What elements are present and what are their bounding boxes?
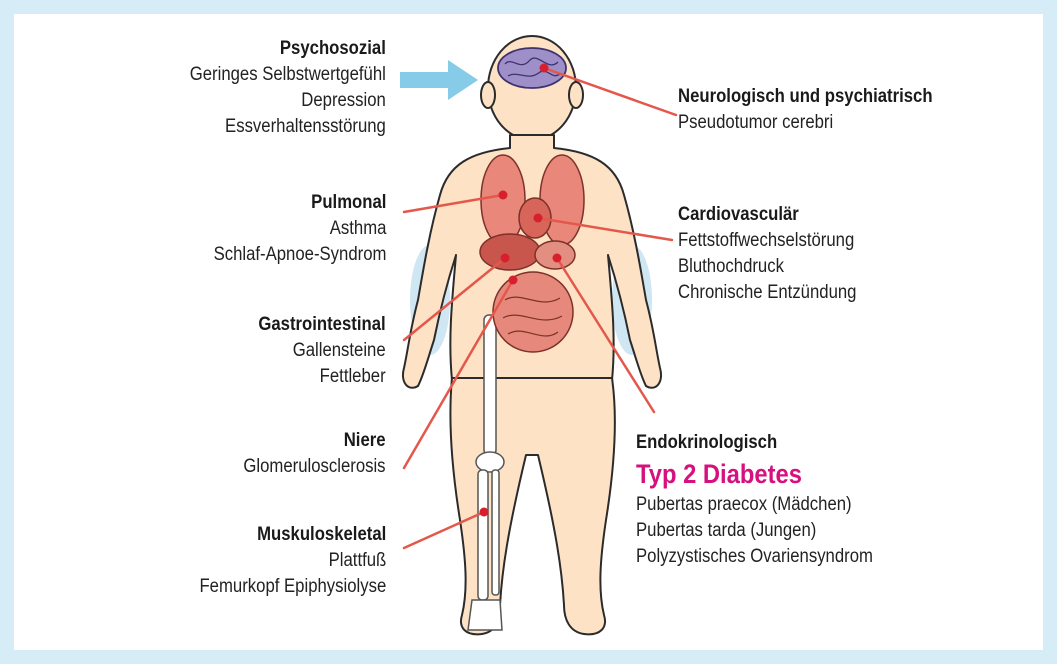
- item-asthma: Asthma: [213, 216, 386, 242]
- item-femurkopf-epiphysiolyse: Femurkopf Epiphysiolyse: [199, 574, 386, 600]
- heading-gastrointestinal: Gastrointestinal: [259, 312, 386, 338]
- brain-icon: [498, 48, 566, 88]
- label-neurologisch: Neurologisch und psychiatrisch Pseudotum…: [678, 84, 933, 136]
- item-fettstoffwechselstoerung: Fettstoffwechselstörung: [678, 228, 856, 254]
- heading-endokrinologisch: Endokrinologisch: [636, 430, 873, 456]
- highlight-arrow: [400, 60, 478, 100]
- label-pulmonal: Pulmonal Asthma Schlaf-Apnoe-Syndrom: [213, 190, 386, 268]
- label-gastrointestinal: Gastrointestinal Gallensteine Fettleber: [259, 312, 386, 390]
- item-polyzystisches-ovariensyndrom: Polyzystisches Ovariensyndrom: [636, 544, 873, 570]
- label-cardiovascular: Cardiovasculär Fettstoffwechselstörung B…: [678, 202, 856, 306]
- item-plattfuss: Plattfuß: [199, 548, 386, 574]
- heading-niere: Niere: [244, 428, 386, 454]
- item-gallensteine: Gallensteine: [259, 338, 386, 364]
- item-depression: Depression: [190, 88, 386, 114]
- item-geringes-selbstwertgefuehl: Geringes Selbstwertgefühl: [190, 62, 386, 88]
- left-lung: [481, 155, 525, 245]
- heading-muskuloskeletal: Muskuloskeletal: [199, 522, 386, 548]
- label-psychosozial: Psychosozial Geringes Selbstwertgefühl D…: [190, 36, 386, 140]
- item-pubertas-praecox: Pubertas praecox (Mädchen): [636, 492, 873, 518]
- label-muskuloskeletal: Muskuloskeletal Plattfuß Femurkopf Epiph…: [199, 522, 386, 600]
- label-endokrinologisch: Endokrinologisch Typ 2 Diabetes Pubertas…: [636, 430, 873, 570]
- item-glomerulosclerosis: Glomerulosclerosis: [244, 454, 386, 480]
- item-fettleber: Fettleber: [259, 364, 386, 390]
- intestines: [493, 272, 573, 352]
- heading-pulmonal: Pulmonal: [213, 190, 386, 216]
- item-bluthochdruck: Bluthochdruck: [678, 254, 856, 280]
- item-essverhaltensstoerung: Essverhaltensstörung: [190, 114, 386, 140]
- item-chronische-entzuendung: Chronische Entzündung: [678, 280, 856, 306]
- liver: [480, 234, 540, 270]
- item-schlaf-apnoe-syndrom: Schlaf-Apnoe-Syndrom: [213, 242, 386, 268]
- heading-neurologisch: Neurologisch und psychiatrisch: [678, 84, 933, 110]
- heading-cardiovascular: Cardiovasculär: [678, 202, 856, 228]
- item-pseudotumor-cerebri: Pseudotumor cerebri: [678, 110, 933, 136]
- heading-psychosozial: Psychosozial: [190, 36, 386, 62]
- label-niere: Niere Glomerulosclerosis: [244, 428, 386, 480]
- item-pubertas-tarda: Pubertas tarda (Jungen): [636, 518, 873, 544]
- highlight-typ-2-diabetes: Typ 2 Diabetes: [636, 456, 873, 492]
